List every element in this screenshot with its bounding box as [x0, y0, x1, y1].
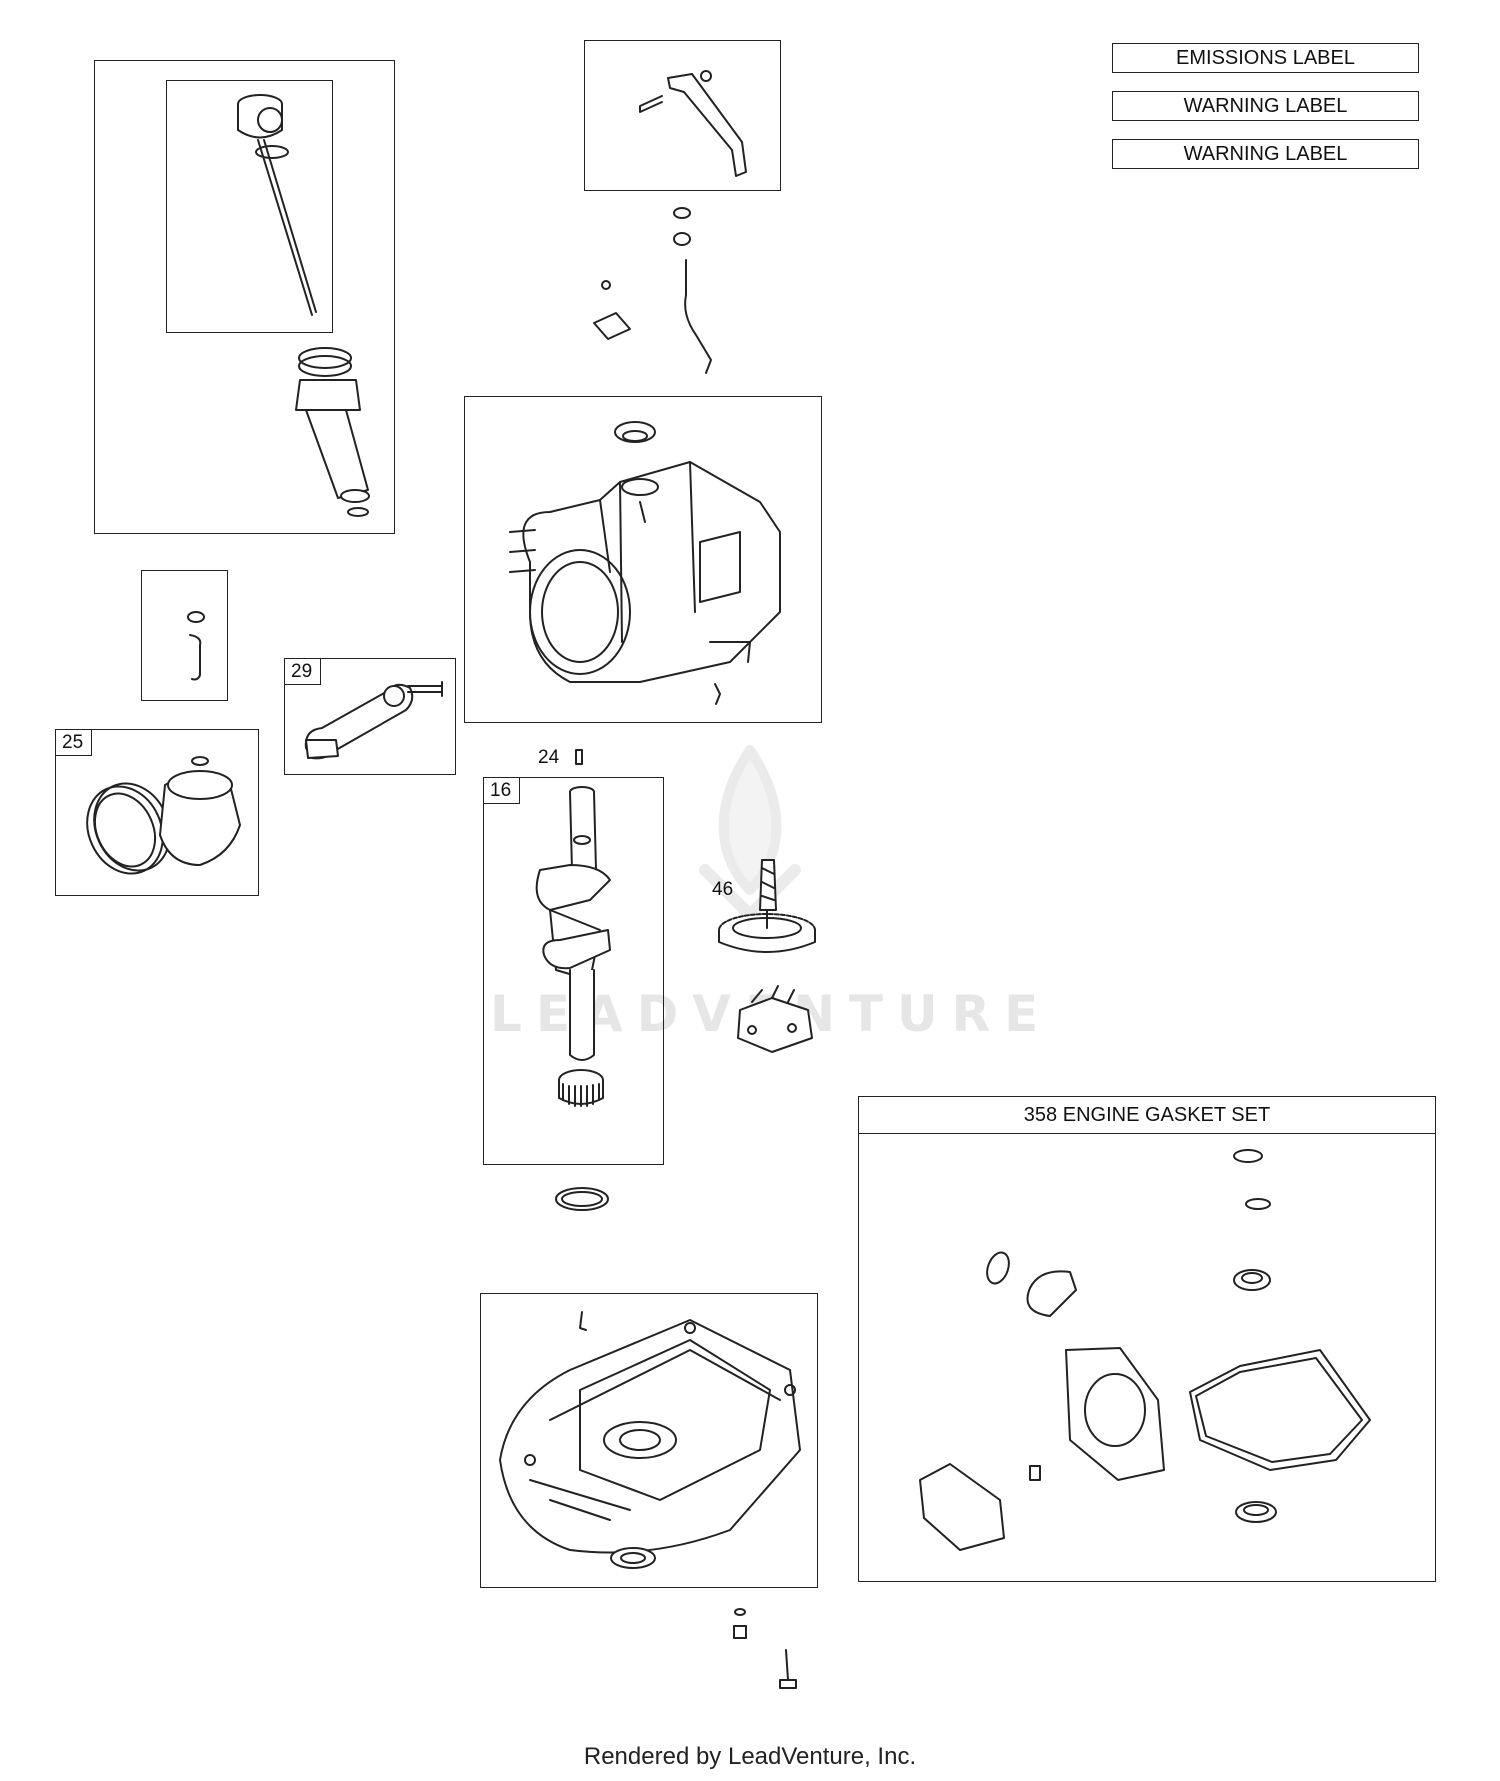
callout-46: 46 [712, 879, 734, 900]
governor-gear-assembly-icon[interactable] [732, 980, 822, 1060]
connecting-rod-group[interactable]: 29 [284, 658, 456, 775]
piston-rings-icon[interactable] [80, 755, 260, 885]
warning-label-item-1[interactable]: WARNING LABEL [1112, 91, 1419, 121]
connecting-rod-icon[interactable] [296, 670, 456, 770]
piston-pin-clip-icon[interactable] [180, 605, 220, 685]
sump-cover-icon[interactable] [490, 1300, 810, 1570]
crankshaft-icon[interactable] [530, 780, 650, 1120]
sump-bolt-icon[interactable] [776, 1646, 806, 1692]
dipstick-icon[interactable] [220, 90, 330, 325]
callout-16: 16 [484, 778, 521, 804]
governor-shaft-hardware-icon [593, 207, 712, 374]
oil-fill-tube-icon[interactable] [280, 340, 390, 520]
camshaft-gear-icon[interactable] [712, 850, 822, 970]
dipstick-subgroup[interactable] [166, 80, 333, 333]
sump-group[interactable] [480, 1293, 818, 1588]
crankshaft-group[interactable]: 16 [483, 777, 664, 1165]
piston-pin-group[interactable] [141, 570, 228, 701]
crankshaft-seal-icon[interactable] [552, 1185, 612, 1215]
crankshaft-key-icon[interactable] [574, 748, 586, 768]
gasket-kit-group[interactable]: 358 ENGINE GASKET SET [858, 1096, 1436, 1582]
oil-fill-tube-group[interactable] [94, 60, 395, 534]
callout-25: 25 [56, 730, 93, 756]
gasket-kit-parts-icon[interactable] [900, 1140, 1420, 1560]
governor-lever-group[interactable] [584, 40, 781, 191]
governor-lever-icon[interactable] [632, 64, 777, 184]
callout-24: 24 [538, 747, 560, 768]
gasket-kit-title: 358 ENGINE GASKET SET [859, 1097, 1435, 1134]
cylinder-block-group[interactable] [464, 396, 822, 723]
footer-credit: Rendered by LeadVenture, Inc. [583, 1743, 917, 1770]
piston-group[interactable]: 25 [55, 729, 259, 896]
emissions-label-item[interactable]: EMISSIONS LABEL [1112, 43, 1419, 73]
cylinder-block-icon[interactable] [490, 412, 800, 705]
callout-29: 29 [285, 659, 322, 685]
drain-plug-icon[interactable] [730, 1608, 760, 1644]
warning-label-item-2[interactable]: WARNING LABEL [1112, 139, 1419, 169]
